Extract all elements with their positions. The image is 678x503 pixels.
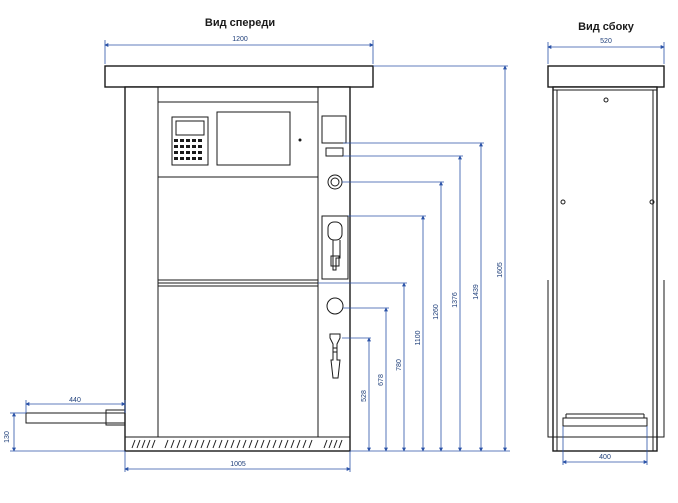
height-1439: 1439 xyxy=(343,142,484,452)
nozzle-holster xyxy=(321,215,349,280)
receipt-slot xyxy=(321,115,347,144)
height-528-label: 528 xyxy=(361,390,368,402)
front-middle-panel xyxy=(157,176,319,281)
nozzle-handle-icon xyxy=(332,240,341,271)
front-step: 440 130 xyxy=(4,397,126,452)
front-width-bottom-label: 1005 xyxy=(230,461,246,468)
height-1605-label: 1605 xyxy=(497,262,504,278)
front-width-top-dimension: 1200 xyxy=(104,36,374,64)
front-width-top-label: 1200 xyxy=(232,36,248,43)
front-view-title: Вид спереди xyxy=(205,17,275,29)
side-width-top-dimension: 520 xyxy=(547,38,665,64)
height-1439-label: 1439 xyxy=(473,284,480,300)
lock-dot xyxy=(298,138,302,142)
front-canopy xyxy=(104,65,374,88)
card-reader xyxy=(325,147,344,157)
height-1260-label: 1260 xyxy=(433,304,440,320)
lower-button xyxy=(326,297,344,315)
height-678-label: 678 xyxy=(378,374,385,386)
height-1605: 1605 xyxy=(373,65,508,452)
front-width-bottom-dimension: 1005 xyxy=(124,451,351,472)
side-step-plate xyxy=(562,417,648,427)
side-canopy xyxy=(547,65,665,88)
keypad-screen xyxy=(175,120,205,136)
side-view-title: Вид сбоку xyxy=(578,21,635,33)
height-528: 528 xyxy=(342,337,371,452)
step-depth-label: 440 xyxy=(69,397,81,404)
side-width-top-label: 520 xyxy=(600,38,612,45)
height-780: 780 xyxy=(318,282,407,452)
main-display xyxy=(216,111,291,166)
side-bolt-top xyxy=(603,97,609,103)
side-base-flange-left xyxy=(547,280,553,438)
step-height-label: 130 xyxy=(4,431,11,443)
side-width-bottom-label: 400 xyxy=(599,454,611,461)
height-1100-label: 1100 xyxy=(415,330,422,345)
height-1100: 1100 xyxy=(348,215,426,452)
side-bolt-right xyxy=(649,199,655,205)
fuel-nozzle-icon xyxy=(329,333,341,379)
side-base-flange-right xyxy=(657,280,665,438)
height-678: 678 xyxy=(343,307,389,452)
side-bolt-left xyxy=(560,199,566,205)
height-780-label: 780 xyxy=(396,359,403,371)
height-1260: 1260 xyxy=(342,181,444,452)
keypad xyxy=(171,116,209,166)
side-body xyxy=(547,86,665,452)
step-plate xyxy=(25,412,126,424)
nozzle-hand-grip xyxy=(327,221,343,241)
base-ventilation-grille xyxy=(131,439,343,449)
height-1376: 1376 xyxy=(343,155,463,452)
front-body xyxy=(124,86,351,452)
keypad-buttons xyxy=(174,139,202,160)
upper-button xyxy=(330,177,340,187)
side-width-bottom-dimension: 400 xyxy=(562,426,648,465)
height-1376-label: 1376 xyxy=(452,292,459,308)
